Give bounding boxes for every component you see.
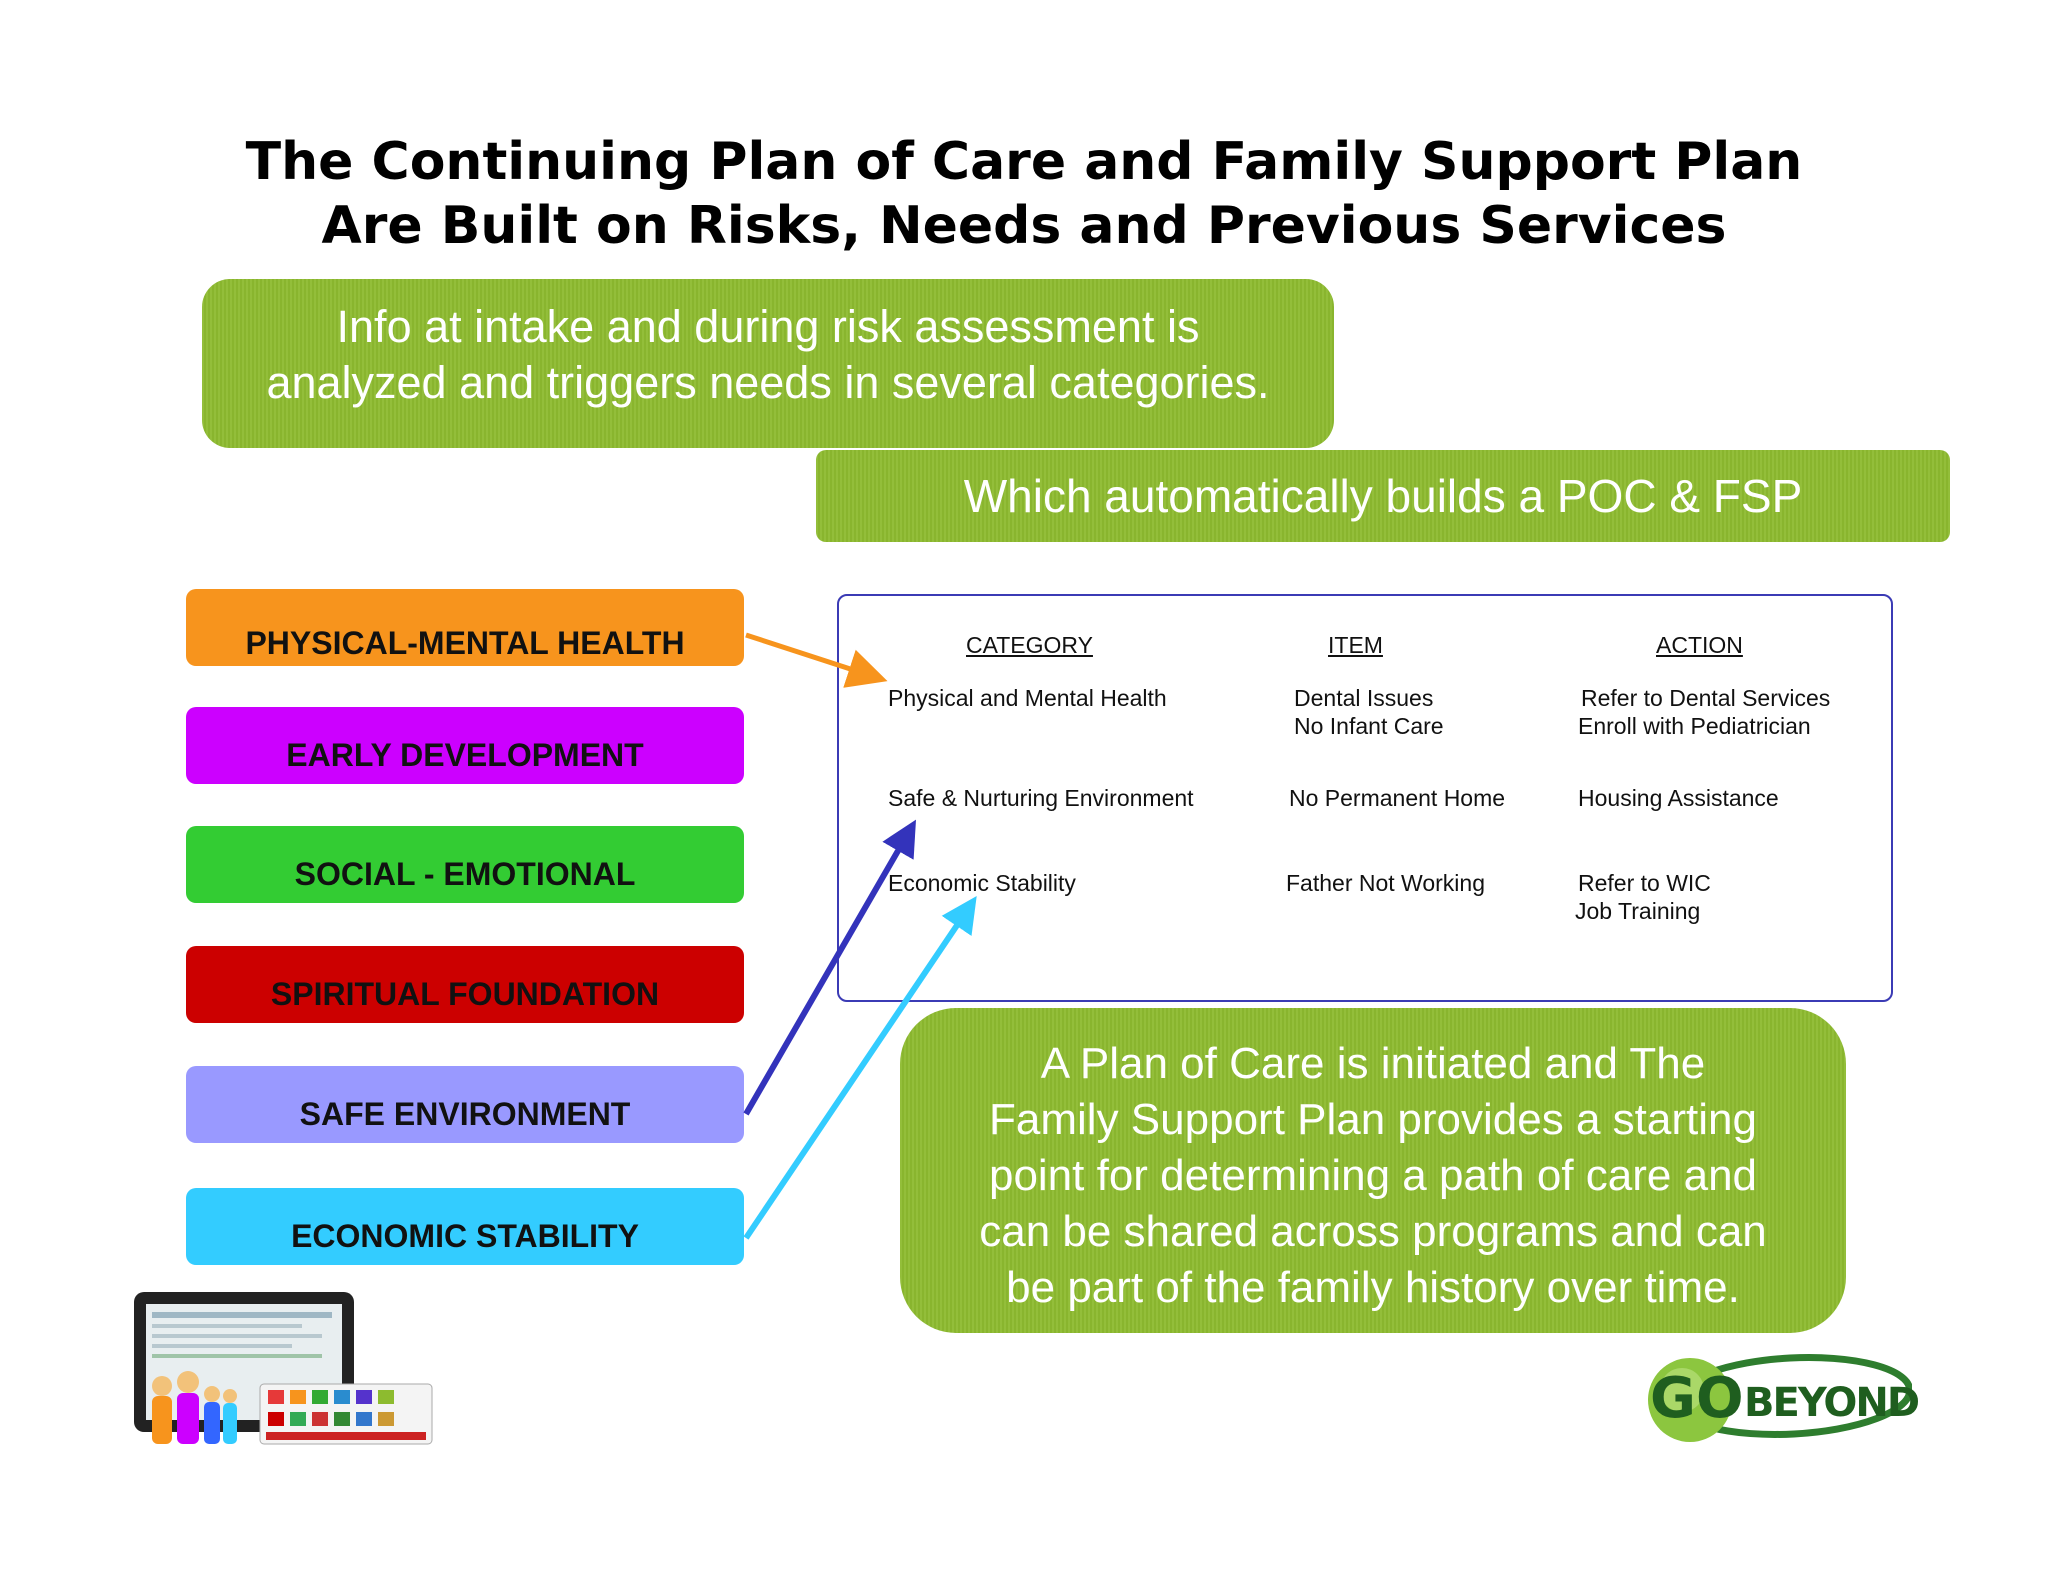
row2-category: Safe & Nurturing Environment — [888, 785, 1194, 811]
row3-item: Father Not Working — [1286, 870, 1485, 896]
logo-beyond-text: BEYOND — [1744, 1380, 1920, 1426]
plan-line-3: point for determining a path of care and — [988, 1151, 1758, 1200]
row1-action-2: Enroll with Pediatrician — [1578, 713, 1811, 739]
category-early-development: EARLY DEVELOPMENT — [186, 707, 744, 784]
logo-go-text: GO — [1650, 1366, 1744, 1431]
header-action: ACTION — [1656, 632, 1743, 658]
category-economic-stability: ECONOMIC STABILITY — [186, 1188, 744, 1265]
plan-line-1: A Plan of Care is initiated and The — [1040, 1039, 1706, 1088]
tablet-family-app-image — [134, 1292, 433, 1445]
row1-item-1: Dental Issues — [1294, 685, 1434, 711]
plan-of-care-box: A Plan of Care is initiated and The Fami… — [900, 1008, 1846, 1333]
intake-info-box: Info at intake and during risk assessmen… — [202, 279, 1334, 448]
title-line-2: Are Built on Risks, Needs and Previous S… — [321, 196, 1727, 256]
row3-action-2: Job Training — [1575, 898, 1701, 924]
plan-line-5: be part of the family history over time. — [1006, 1263, 1740, 1312]
header-category: CATEGORY — [966, 632, 1093, 658]
plan-line-4: can be shared across programs and can — [979, 1207, 1767, 1256]
row1-category: Physical and Mental Health — [888, 685, 1167, 711]
plan-line-2: Family Support Plan provides a starting — [989, 1095, 1757, 1144]
header-item: ITEM — [1328, 632, 1383, 658]
title-line-1: The Continuing Plan of Care and Family S… — [245, 132, 1803, 192]
row1-action: Refer to Dental Services Enroll with Ped… — [1578, 684, 1831, 740]
row3-action: Refer to WIC Job Training — [1575, 869, 1711, 925]
builds-plan-box: Which automatically builds a POC & FSP — [816, 450, 1950, 542]
page-title: The Continuing Plan of Care and Family S… — [0, 130, 2048, 258]
row3-action-1: Refer to WIC — [1578, 870, 1711, 896]
category-safe-environment: SAFE ENVIRONMENT — [186, 1066, 744, 1143]
row3-category: Economic Stability — [888, 870, 1076, 896]
row1-item-2: No Infant Care — [1294, 713, 1444, 739]
plan-table: CATEGORY ITEM ACTION Physical and Mental… — [837, 594, 1893, 1002]
row2-item: No Permanent Home — [1289, 785, 1506, 811]
intake-line-2: analyzed and triggers needs in several c… — [266, 357, 1270, 408]
intake-line-1: Info at intake and during risk assessmen… — [336, 301, 1200, 352]
row2-action: Housing Assistance — [1578, 785, 1779, 811]
category-physical-mental-health: PHYSICAL-MENTAL HEALTH — [186, 589, 744, 666]
row1-item: Dental Issues No Infant Care — [1294, 684, 1444, 740]
category-spiritual-foundation: SPIRITUAL FOUNDATION — [186, 946, 744, 1023]
category-social-emotional: SOCIAL - EMOTIONAL — [186, 826, 744, 903]
row1-action-1: Refer to Dental Services — [1581, 685, 1831, 711]
go-beyond-logo: GO BEYOND — [1642, 1348, 1920, 1448]
builds-plan-text: Which automatically builds a POC & FSP — [963, 470, 1803, 522]
